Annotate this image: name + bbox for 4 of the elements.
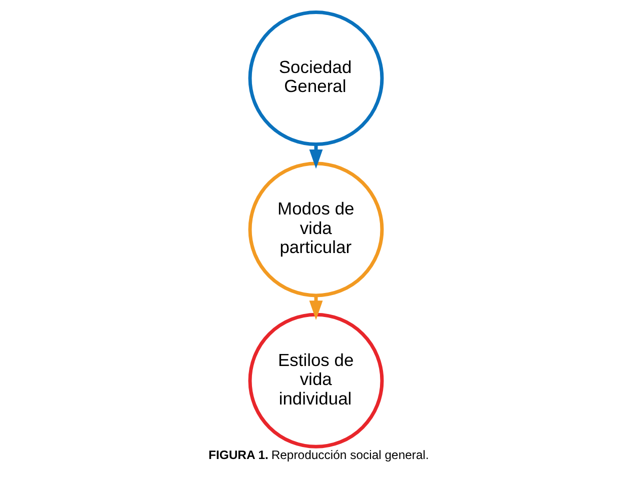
node-circle: Sociedad General <box>248 10 384 146</box>
node-circle: Estilos de vida individual <box>248 312 384 448</box>
node-circle: Modos de vida particular <box>248 162 384 298</box>
caption: FIGURA 1. Reproducción social general. <box>208 448 429 462</box>
